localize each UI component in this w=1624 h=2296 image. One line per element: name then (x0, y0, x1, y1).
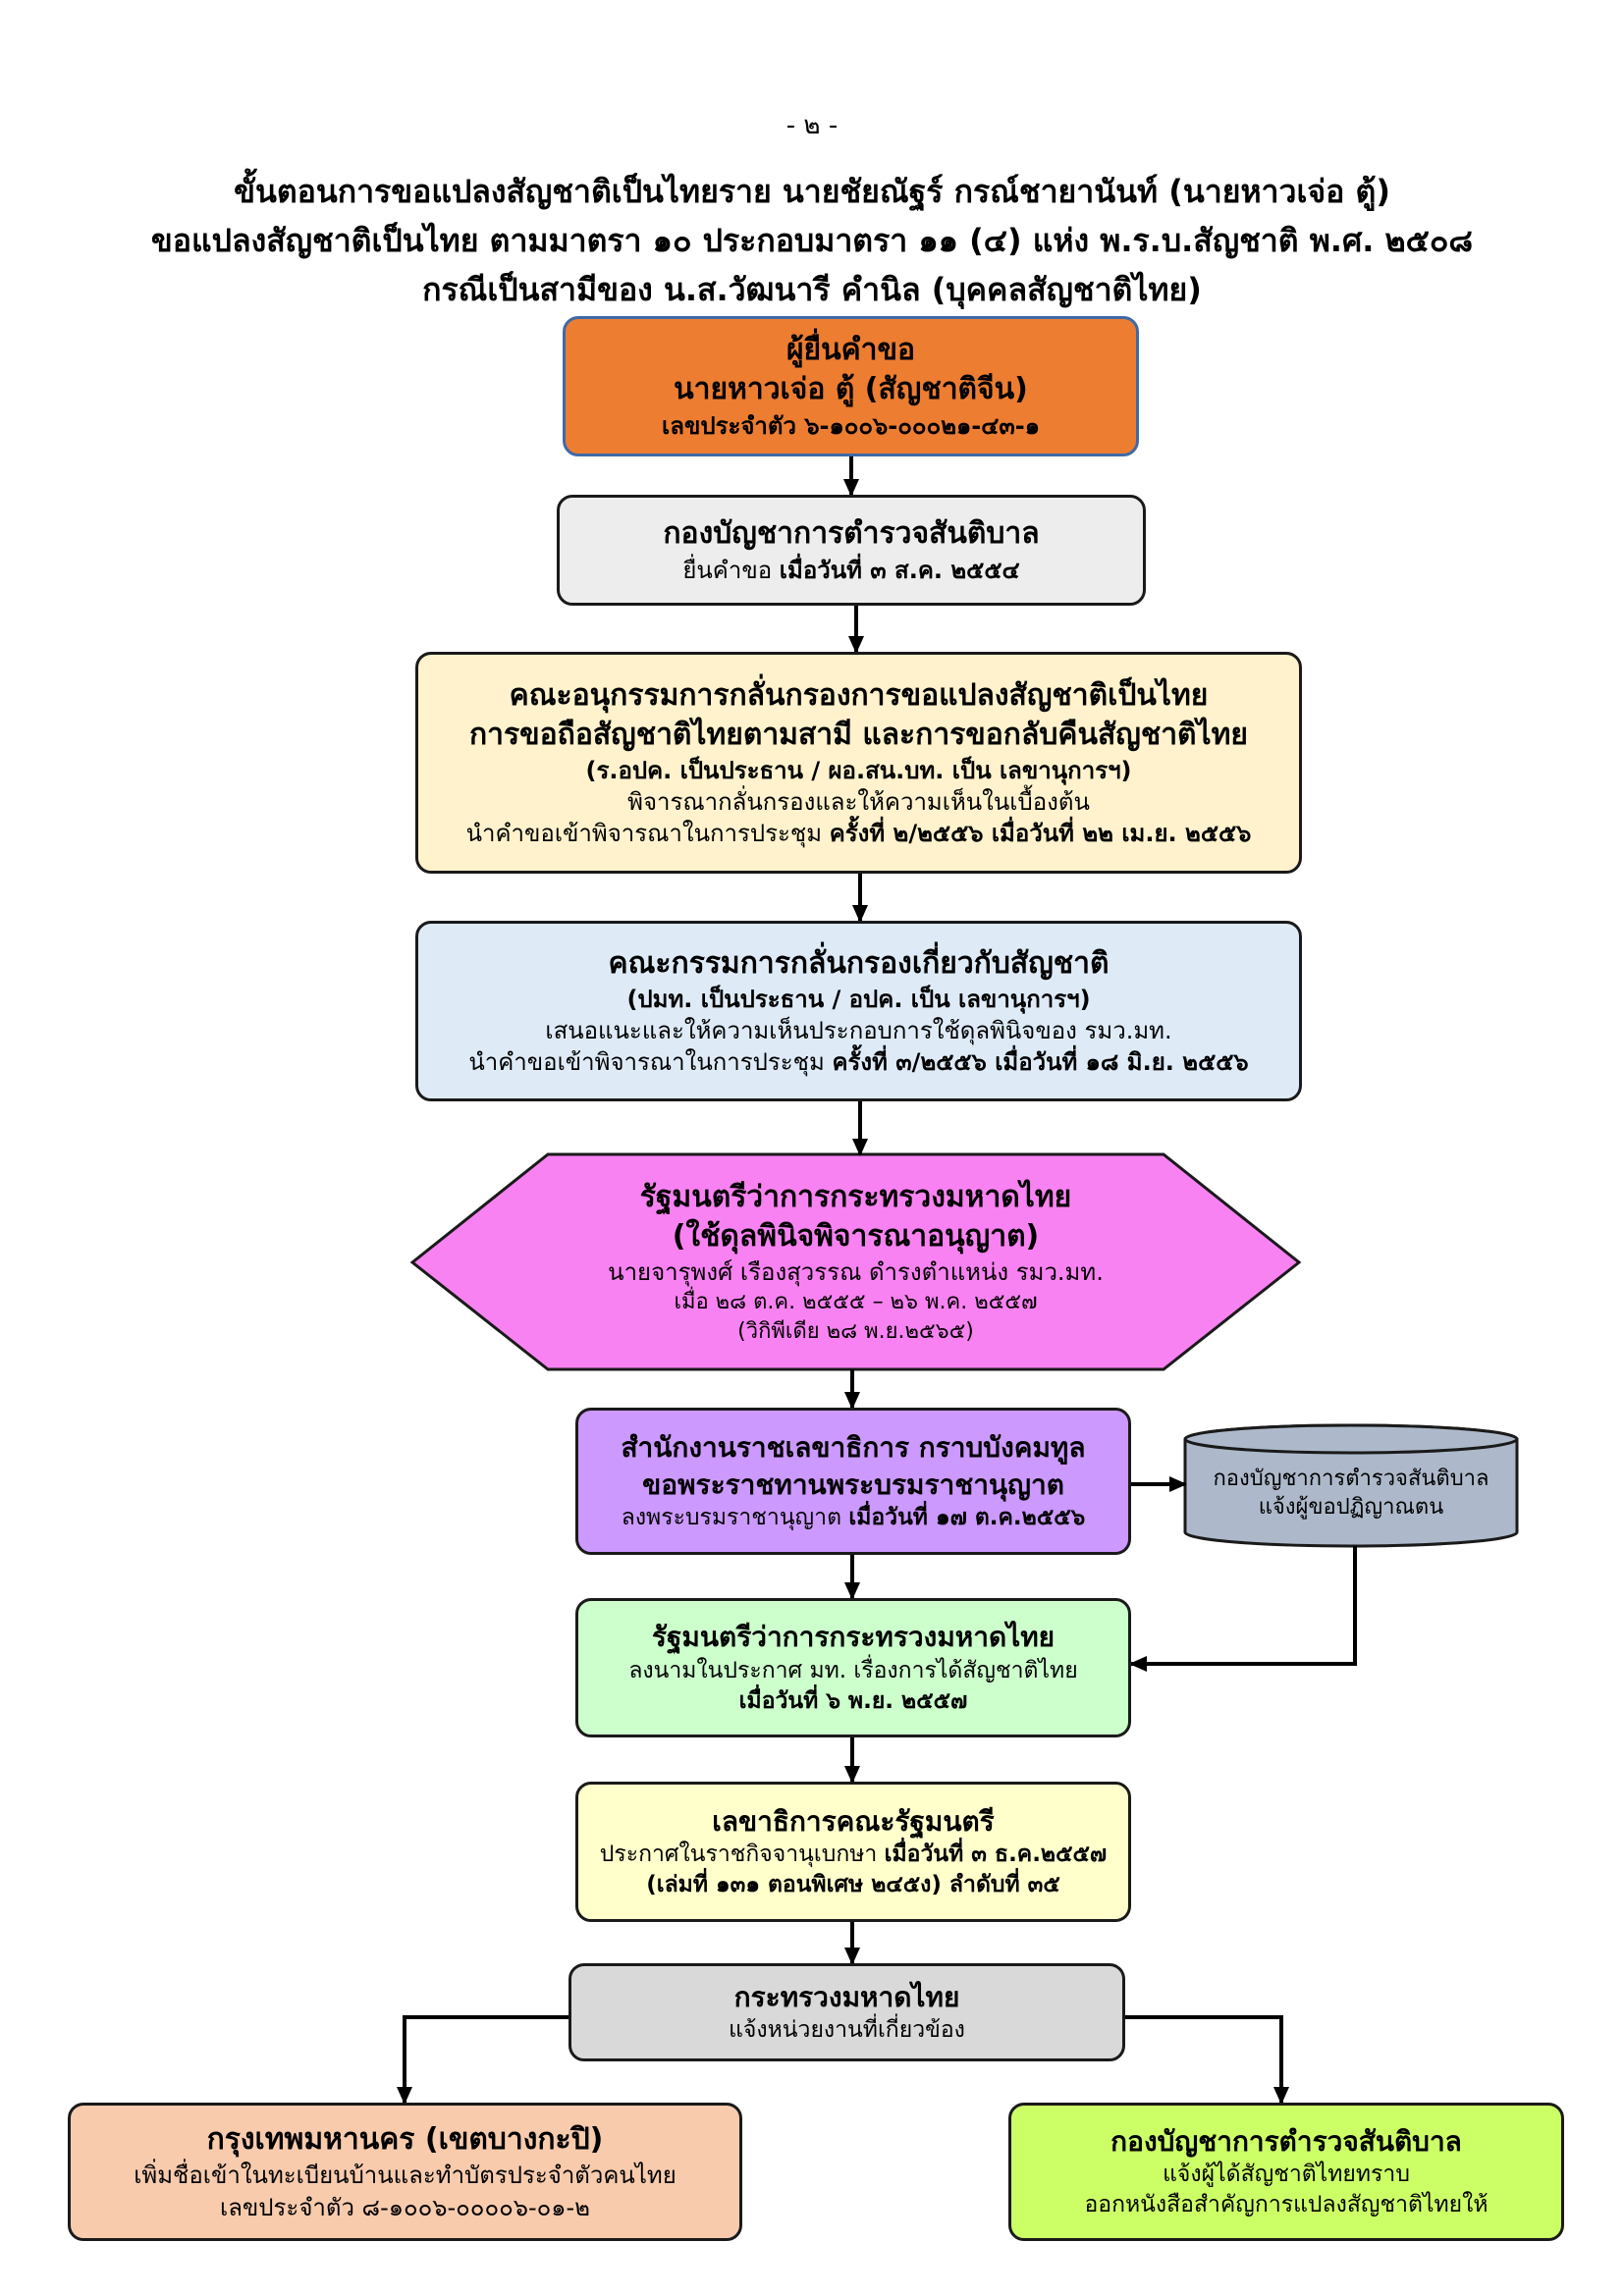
committee-meeting-prefix: นำคำขอเข้าพิจารณาในการประชุม (468, 1048, 825, 1077)
royal-secretariat-heading-2: ขอพระราชทานพระบรมราชานุญาต (642, 1468, 1064, 1501)
bangkok-action: เพิ่มชื่อเข้าในทะเบียนบ้านและทำบัตรประจำ… (134, 2162, 677, 2190)
committee-task: เสนอแนะและให้ความเห็นประกอบการใช้ดุลพินิ… (545, 1017, 1172, 1045)
title-line-2: ขอแปลงสัญชาติเป็นไทย ตามมาตรา ๑๐ ประกอบม… (150, 222, 1474, 259)
interior-ministry-box: กระทรวงมหาดไทย แจ้งหน่วยงานที่เกี่ยวข้อง (568, 1963, 1125, 2061)
committee-box: คณะกรรมการกลั่นกรองเกี่ยวกับสัญชาติ (ปมท… (415, 921, 1302, 1101)
subcommittee-task: พิจารณากลั่นกรองและให้ความเห็นในเบื้องต้… (627, 788, 1090, 817)
cabinet-secretary-reference: (เล่มที่ ๑๓๑ ตอนพิเศษ ๒๔๕ง) ลำดับที่ ๓๕ (646, 1872, 1060, 1898)
title-line-1: ขั้นตอนการขอแปลงสัญชาติเป็นไทยราย นายชัย… (234, 173, 1390, 210)
minister-approval-subheading: (ใช้ดุลพินิจพิจารณาอนุญาต) (672, 1218, 1040, 1254)
cabinet-secretary-box: เลขาธิการคณะรัฐมนตรี ประกาศในราชกิจจานุเ… (575, 1782, 1131, 1922)
certificate-box: กองบัญชาการตำรวจสันติบาล แจ้งผู้ได้สัญชา… (1008, 2103, 1564, 2241)
committee-heading: คณะกรรมการกลั่นกรองเกี่ยวกับสัญชาติ (608, 945, 1110, 981)
minister-approval-heading: รัฐมนตรีว่าการกระทรวงมหาดไทย (639, 1179, 1072, 1214)
royal-secretariat-box: สำนักงานราชเลขาธิการ กราบบังคมทูล ขอพระร… (575, 1408, 1131, 1555)
subcommittee-meeting-line: นำคำขอเข้าพิจารณาในการประชุม ครั้งที่ ๒/… (466, 818, 1252, 849)
royal-secretariat-action: ลงพระบรมราชานุญาต (621, 1505, 842, 1531)
minister-announcement-action: ลงนามในประกาศ มท. เรื่องการได้สัญชาติไทย (628, 1657, 1078, 1683)
bangkok-heading: กรุงเทพมหานคร (เขตบางกะปิ) (206, 2122, 604, 2158)
bangkok-id-number: เลขประจำตัว ๘-๑๐๐๖-๐๐๐๐๖-๐๑-๒ (219, 2193, 590, 2221)
certificate-heading: กองบัญชาการตำรวจสันติบาล (1110, 2124, 1462, 2158)
subcommittee-box: คณะอนุกรรมการกลั่นกรองการขอแปลงสัญชาติเป… (415, 652, 1302, 874)
interior-ministry-action: แจ้งหน่วยงานที่เกี่ยวข้อง (729, 2017, 965, 2044)
oath-cylinder-top (1183, 1423, 1519, 1455)
minister-announcement-box: รัฐมนตรีว่าการกระทรวงมหาดไทย ลงนามในประก… (575, 1598, 1131, 1737)
oath-line-2: แจ้งผู้ขอปฏิญาณตน (1258, 1495, 1444, 1520)
cabinet-secretary-detail: ประกาศในราชกิจจานุเบกษา เมื่อวันที่ ๓ ธ.… (600, 1840, 1107, 1870)
minister-announcement-date: เมื่อวันที่ ๖ พ.ย. ๒๕๕๗ (738, 1687, 968, 1714)
minister-approval-minister: นายจารุพงศ์ เรืองสุวรรณ ดำรงตำแหน่ง รมว.… (608, 1258, 1104, 1287)
minister-approval-text: รัฐมนตรีว่าการกระทรวงมหาดไทย (ใช้ดุลพินิ… (548, 1154, 1164, 1369)
submission-action: ยื่นคำขอ (682, 556, 773, 584)
submission-box: กองบัญชาการตำรวจสันติบาล ยื่นคำขอ เมื่อว… (557, 495, 1146, 606)
royal-secretariat-detail: ลงพระบรมราชานุญาต เมื่อวันที่ ๑๗ ต.ค.๒๕๕… (622, 1503, 1086, 1533)
oath-text: กองบัญชาการตำรวจสันติบาล แจ้งผู้ขอปฏิญาณ… (1185, 1453, 1517, 1533)
royal-secretariat-date: เมื่อวันที่ ๑๗ ต.ค.๒๕๕๖ (848, 1505, 1086, 1531)
oath-cylinder (1183, 1423, 1519, 1548)
subcommittee-heading-2: การขอถือสัญชาติไทยตามสามี และการขอกลับคื… (469, 717, 1248, 752)
arrow-interior-to-bangkok (397, 2015, 568, 2105)
applicant-id-number: เลขประจำตัว ๖-๑๐๐๖-๐๐๐๒๑-๔๓-๑ (662, 411, 1040, 440)
document-title: ขั้นตอนการขอแปลงสัญชาติเป็นไทยราย นายชัย… (0, 167, 1624, 314)
submission-detail: ยื่นคำขอ เมื่อวันที่ ๓ ส.ค. ๒๕๕๔ (682, 555, 1019, 586)
applicant-box: ผู้ยื่นคำขอ นายหาวเจ่อ ตู้ (สัญชาติจีน) … (563, 316, 1139, 456)
subcommittee-meeting: ครั้งที่ ๒/๒๕๕๖ เมื่อวันที่ ๒๒ เม.ย. ๒๕๕… (829, 820, 1252, 848)
committee-meeting: ครั้งที่ ๓/๒๕๕๖ เมื่อวันที่ ๑๘ มิ.ย. ๒๕๕… (832, 1048, 1249, 1077)
minister-approval-source: (วิกิพีเดีย ๒๘ พ.ย.๒๕๖๕) (737, 1318, 974, 1344)
page-number: - ๒ - (785, 111, 839, 140)
royal-secretariat-heading-1: สำนักงานราชเลขาธิการ กราบบังคมทูล (621, 1431, 1086, 1465)
committee-members: (ปมท. เป็นประธาน / อปค. เป็น เลขานุการฯ) (626, 985, 1091, 1013)
title-line-3: กรณีเป็นสามีของ น.ส.วัฒนารี คำนิล (บุคคล… (422, 271, 1202, 308)
arrow-oath-to-announcement (1129, 1546, 1357, 1672)
arrow-interior-to-certificate (1125, 2015, 1289, 2105)
committee-meeting-line: นำคำขอเข้าพิจารณาในการประชุม ครั้งที่ ๓/… (468, 1046, 1248, 1078)
minister-announcement-heading: รัฐมนตรีว่าการกระทรวงมหาดไทย (651, 1621, 1056, 1654)
oath-line-1: กองบัญชาการตำรวจสันติบาล (1213, 1466, 1489, 1491)
certificate-action-2: ออกหนังสือสำคัญการแปลงสัญชาติไทยให้ (1084, 2192, 1489, 2218)
interior-ministry-heading: กระทรวงมหาดไทย (733, 1980, 960, 2013)
certificate-action-1: แจ้งผู้ได้สัญชาติไทยทราบ (1163, 2162, 1410, 2188)
cabinet-secretary-date: เมื่อวันที่ ๓ ธ.ค.๒๕๕๗ (884, 1842, 1108, 1868)
applicant-heading: ผู้ยื่นคำขอ (785, 333, 916, 368)
cabinet-secretary-heading: เลขาธิการคณะรัฐมนตรี (712, 1804, 995, 1838)
submission-heading: กองบัญชาการตำรวจสันติบาล (663, 516, 1040, 552)
minister-approval-hexagon (409, 1152, 1302, 1371)
subcommittee-heading-1: คณะอนุกรรมการกลั่นกรองการขอแปลงสัญชาติเป… (509, 677, 1209, 713)
subcommittee-meeting-prefix: นำคำขอเข้าพิจารณาในการประชุม (465, 820, 823, 848)
bangkok-box: กรุงเทพมหานคร (เขตบางกะปิ) เพิ่มชื่อเข้า… (68, 2103, 742, 2241)
applicant-name: นายหาวเจ่อ ตู้ (สัญชาติจีน) (674, 372, 1028, 407)
minister-approval-term: เมื่อ ๒๘ ต.ค. ๒๕๕๕ – ๒๖ พ.ค. ๒๕๕๗ (674, 1290, 1038, 1315)
cabinet-secretary-action: ประกาศในราชกิจจานุเบกษา (599, 1842, 878, 1868)
submission-date: เมื่อวันที่ ๓ ส.ค. ๒๕๕๔ (779, 556, 1020, 584)
subcommittee-members: (ร.อปค. เป็นประธาน / ผอ.สน.บท. เป็น เลขา… (585, 756, 1132, 784)
